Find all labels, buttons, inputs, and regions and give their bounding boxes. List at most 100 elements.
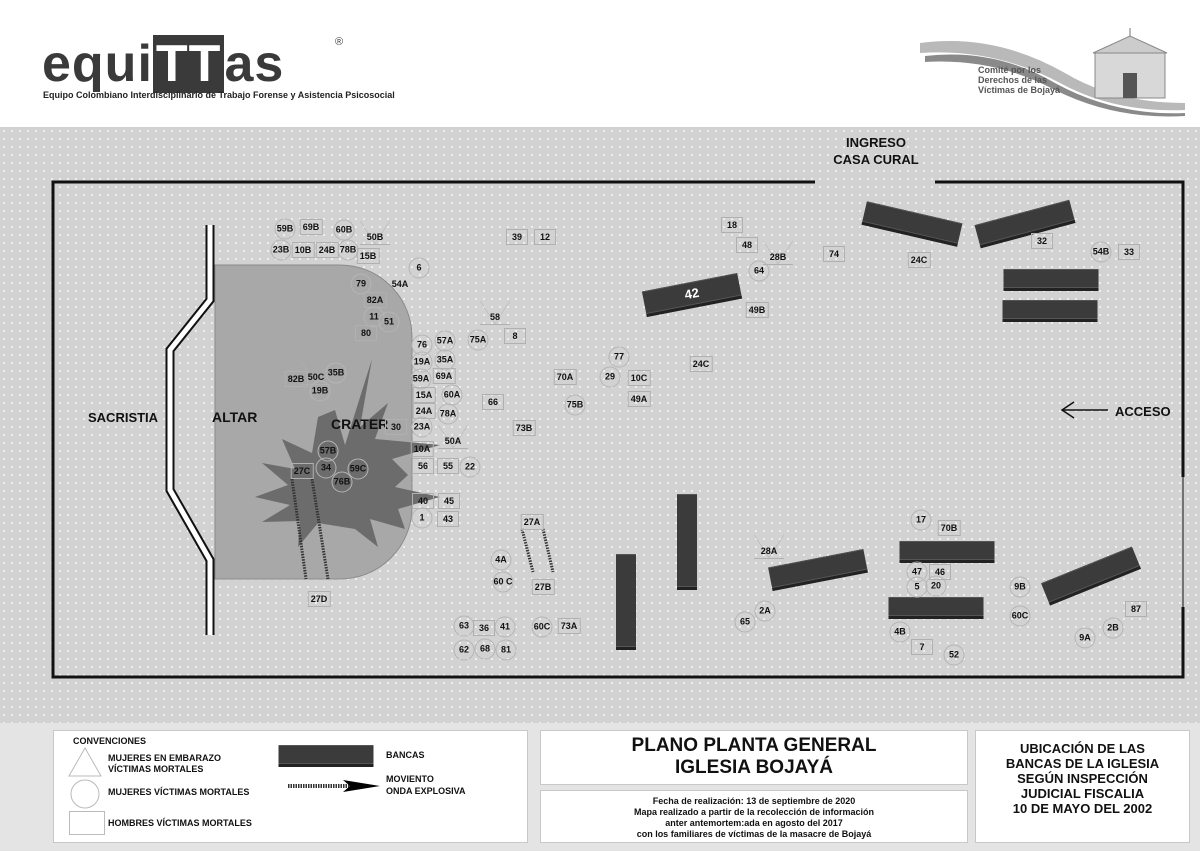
note-line: anter antemortem:ada en agosto del 2017: [665, 818, 843, 828]
victim-marker-circle: 1: [411, 507, 433, 529]
victim-marker-square: 56: [412, 458, 434, 474]
victim-marker-circle: 2A: [754, 600, 776, 622]
victim-marker-square: 73A: [557, 618, 581, 634]
victim-marker-circle: 59C: [347, 458, 369, 480]
comite-logo-text: Comité por los Derechos de las Víctimas …: [978, 65, 1061, 95]
victim-marker-square: 70B: [937, 520, 961, 536]
victim-marker-square: 24C: [907, 252, 931, 268]
victim-marker-square: 66: [482, 394, 504, 410]
legend-men: HOMBRES VÍCTIMAS MORTALES: [108, 818, 252, 828]
victim-marker-circle: 60C: [531, 616, 553, 638]
victim-marker-square: 18: [721, 217, 743, 233]
legend-bancas: BANCAS: [386, 750, 425, 760]
triangle-icon: [68, 747, 102, 777]
victim-marker-circle: 75B: [564, 394, 586, 416]
victim-marker-triangle: 50A: [438, 425, 468, 449]
victim-marker-circle: 29: [599, 366, 621, 388]
comite-logo-church-icon: [920, 28, 1185, 117]
victim-marker-circle: 51: [378, 311, 400, 333]
victim-marker-square: 10C: [627, 370, 651, 386]
victim-marker-circle: 34: [315, 457, 337, 479]
victim-marker-circle: 35B: [325, 362, 347, 384]
victim-marker-circle: 6: [408, 257, 430, 279]
legend-pregnant-2: VÍCTIMAS MORTALES: [108, 764, 204, 774]
victim-marker-square: 8: [504, 328, 526, 344]
inspection-line: UBICACIÓN DE LAS: [1020, 741, 1145, 756]
victim-marker-square: 24B: [315, 242, 339, 258]
access-arrow-icon: [1060, 401, 1108, 419]
victim-marker-square: 70A: [553, 369, 577, 385]
victim-marker-square: 36: [473, 620, 495, 636]
legend-wave-2: ONDA EXPLOSIVA: [386, 786, 466, 796]
floor-plan-drawing: [51, 180, 1185, 679]
bench-icon: [278, 745, 374, 767]
victim-marker-square: 27C: [290, 463, 314, 479]
victim-marker-square: 27B: [531, 579, 555, 595]
victim-marker-square: 10B: [291, 242, 315, 258]
victim-marker-square: 15A: [412, 387, 436, 403]
note-line: Fecha de realización: 13 de septiembre d…: [652, 796, 856, 806]
victim-marker-circle: 78A: [437, 403, 459, 425]
victim-marker-square: 87: [1125, 601, 1147, 617]
equitas-subtitle: Equipo Colombiano Interdisciplinario de …: [43, 90, 395, 100]
victim-marker-circle: 64: [748, 260, 770, 282]
inspection-line: 10 DE MAYO DEL 2002: [1012, 801, 1153, 816]
casa-cural-label: CASA CURAL: [833, 152, 919, 167]
bench: [677, 494, 697, 590]
square-icon: [69, 811, 105, 835]
wave-arrow-icon: [288, 780, 380, 792]
victim-marker-square: 10A: [410, 441, 434, 457]
sacristia-label: SACRISTIA: [88, 410, 159, 425]
blast-wave-arrows: [290, 478, 555, 580]
victim-marker-square: 74: [823, 246, 845, 262]
victim-marker-circle: 20: [925, 575, 947, 597]
victim-marker-circle: 77: [608, 346, 630, 368]
victim-marker-circle: 78B: [337, 239, 359, 261]
victim-marker-none: 54A: [391, 278, 409, 289]
acceso-label: ACCESO: [1115, 404, 1171, 419]
bench: [1003, 269, 1099, 291]
victim-marker-square: 33: [1118, 244, 1140, 260]
legend-wave-1: MOVIENTO: [386, 774, 434, 784]
crater-shape: [255, 359, 440, 547]
circle-icon: [70, 779, 100, 809]
legend-box: CONVENCIONES MUJERES EN EMBARAZO VÍCTIMA…: [53, 730, 528, 843]
crater-label: CRATER: [331, 416, 389, 432]
bench: [616, 554, 636, 650]
victim-marker-square: 7: [911, 639, 933, 655]
victim-marker-circle: 41: [494, 616, 516, 638]
victim-marker-square: 27A: [520, 514, 544, 530]
legend-women: MUJERES VÍCTIMAS MORTALES: [108, 787, 250, 797]
victim-marker-square: 30: [385, 419, 407, 435]
victim-marker-circle: 65: [734, 611, 756, 633]
victim-marker-square: 32: [1031, 233, 1053, 249]
legend-title: CONVENCIONES: [73, 736, 147, 746]
bench: [888, 597, 984, 619]
outer-wall: [51, 180, 1185, 679]
inspection-box: UBICACIÓN DE LAS BANCAS DE LA IGLESIA SE…: [975, 730, 1190, 843]
victim-marker-circle: 19B: [309, 380, 331, 402]
victim-marker-circle: 63: [453, 615, 475, 637]
victim-marker-square: 27D: [307, 591, 331, 607]
victim-marker-circle: 57A: [434, 330, 456, 352]
victim-marker-square: 80: [355, 325, 377, 341]
victim-marker-circle: 81: [495, 639, 517, 661]
victim-marker-square: 55: [437, 458, 459, 474]
victim-marker-circle: 79: [350, 273, 372, 295]
victim-marker-square: 12: [534, 229, 556, 245]
victim-marker-circle: 62: [453, 639, 475, 661]
victim-marker-square: 24C: [689, 356, 713, 372]
victim-marker-square: 43: [437, 511, 459, 527]
inspection-line: SEGÚN INSPECCIÓN: [1017, 771, 1148, 786]
title-line-1: PLANO PLANTA GENERAL: [631, 735, 877, 756]
victim-marker-circle: 52: [943, 644, 965, 666]
victim-marker-circle: 68: [474, 638, 496, 660]
church-floor-plan: INGRESO CASA CURAL SACRISTIA ALTAR CRATE…: [0, 127, 1200, 723]
bench: [899, 541, 995, 563]
victim-marker-square: 69A: [432, 368, 456, 384]
altar-label: ALTAR: [212, 409, 258, 425]
notes-box: Fecha de realización: 13 de septiembre d…: [540, 790, 968, 843]
victim-marker-circle: 5: [906, 576, 928, 598]
victim-marker-circle: 75A: [467, 329, 489, 351]
victim-marker-circle: 60B: [333, 219, 355, 241]
